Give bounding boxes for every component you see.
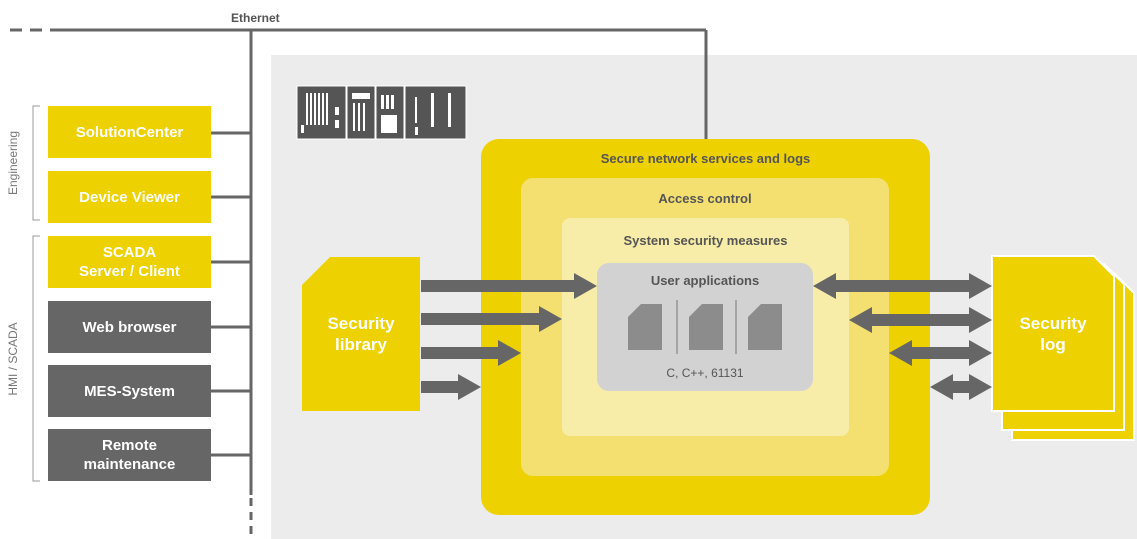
user-applications-languages: C, C++, 61131 xyxy=(666,366,744,380)
arrow-network-log xyxy=(930,374,992,400)
arrow-access-log xyxy=(889,340,992,366)
scada-box: SCADA Server / Client xyxy=(48,236,211,288)
arrow-library-to-access xyxy=(421,340,521,366)
ethernet-label: Ethernet xyxy=(231,11,280,25)
access-control-title: Access control xyxy=(658,191,752,206)
arrow-system-log xyxy=(849,307,992,333)
application-blocks xyxy=(628,300,782,354)
web-browser-box: Web browser xyxy=(48,301,211,353)
remote-maintenance-box: Remote maintenance xyxy=(48,429,211,481)
app-block-icon xyxy=(748,304,782,350)
mes-system-box: MES-System xyxy=(48,365,211,417)
user-applications-title: User applications xyxy=(650,273,760,288)
arrow-library-to-system xyxy=(421,306,562,332)
security-library-label: Security library xyxy=(327,314,395,354)
security-log-stack xyxy=(991,255,1135,441)
arrow-apps-log xyxy=(813,273,992,299)
app-block-icon xyxy=(628,304,662,350)
network-services-title: Secure network services and logs xyxy=(600,151,811,166)
solutioncenter-box: SolutionCenter xyxy=(48,106,211,158)
security-library-shape xyxy=(302,257,420,411)
app-block-icon xyxy=(689,304,723,350)
arrow-library-to-apps xyxy=(421,273,597,299)
security-log-label: Security log xyxy=(1019,313,1087,354)
arrow-library-to-network xyxy=(421,374,481,400)
controller-hardware-icon xyxy=(296,85,467,140)
system-security-title: System security measures xyxy=(623,233,788,248)
device-viewer-box: Device Viewer xyxy=(48,171,211,223)
